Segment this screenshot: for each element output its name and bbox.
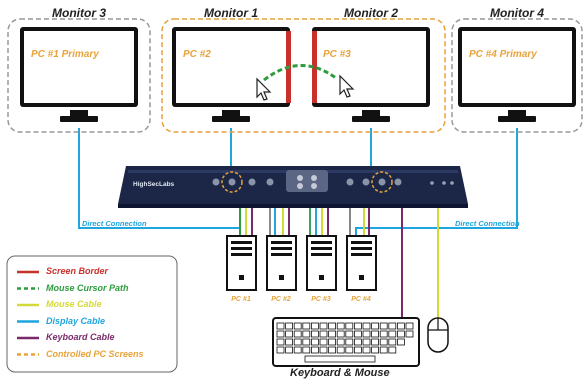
pc-tower-1 [226, 235, 257, 291]
legend-label: Display Cable [46, 315, 106, 326]
direct-connection-right: Direct Connection [455, 219, 520, 228]
pc-label-4: PC #4 [351, 296, 371, 303]
monitor-2 [312, 27, 430, 122]
selected-port-left [221, 171, 243, 193]
keyboard-icon [272, 317, 420, 367]
direct-connection-left: Direct Connection [82, 219, 147, 228]
pc-tower-2 [266, 235, 297, 291]
legend-swatches [17, 270, 39, 356]
monitor-4 [458, 27, 576, 122]
pc-label-1: PC #1 [231, 296, 251, 303]
mouse-cables [245, 205, 439, 318]
mouse-icon [427, 317, 449, 353]
monitor-3-title: Monitor 3 [52, 6, 106, 20]
pc-label-3: PC #3 [311, 296, 331, 303]
pc-tower-4 [346, 235, 377, 291]
kvm-brand-label: HighSecLabs [133, 181, 175, 188]
screen-text-monitor-1: PC #2 [183, 49, 211, 60]
screen-text-monitor-2: PC #3 [323, 49, 351, 60]
legend-label: Mouse Cable [46, 299, 102, 309]
misc-cables [239, 205, 351, 238]
cursor-icon-right [339, 74, 355, 98]
monitor-4-group-border [451, 18, 583, 133]
legend-label: Screen Border [46, 266, 109, 276]
monitor-3 [20, 27, 138, 122]
cursor-icon-left [256, 77, 272, 101]
keyboard-mouse-label: Keyboard & Mouse [290, 367, 390, 379]
screen-border-left [312, 31, 317, 103]
controlled-screens-group-border [161, 18, 446, 133]
screen-text-monitor-3: PC #1 Primary [31, 49, 99, 60]
legend-label: Keyboard Cable [46, 332, 115, 342]
pc-label-2: PC #2 [271, 296, 291, 303]
pc-tower-3 [306, 235, 337, 291]
monitor-2-title: Monitor 2 [344, 6, 398, 20]
legend-label: Mouse Cursor Path [46, 282, 129, 293]
monitor-1-title: Monitor 1 [204, 6, 258, 20]
legend-label: Controlled PC Screens [46, 348, 144, 359]
keyboard-cables [251, 205, 403, 318]
selected-port-right [371, 171, 393, 193]
mouse-cursor-path [263, 64, 337, 82]
legend-box [6, 255, 178, 373]
kvm-switch [118, 166, 468, 208]
monitor-4-title: Monitor 4 [490, 6, 544, 20]
monitor-3-group-border [7, 18, 151, 133]
screen-text-monitor-4: PC #4 Primary [469, 49, 537, 60]
